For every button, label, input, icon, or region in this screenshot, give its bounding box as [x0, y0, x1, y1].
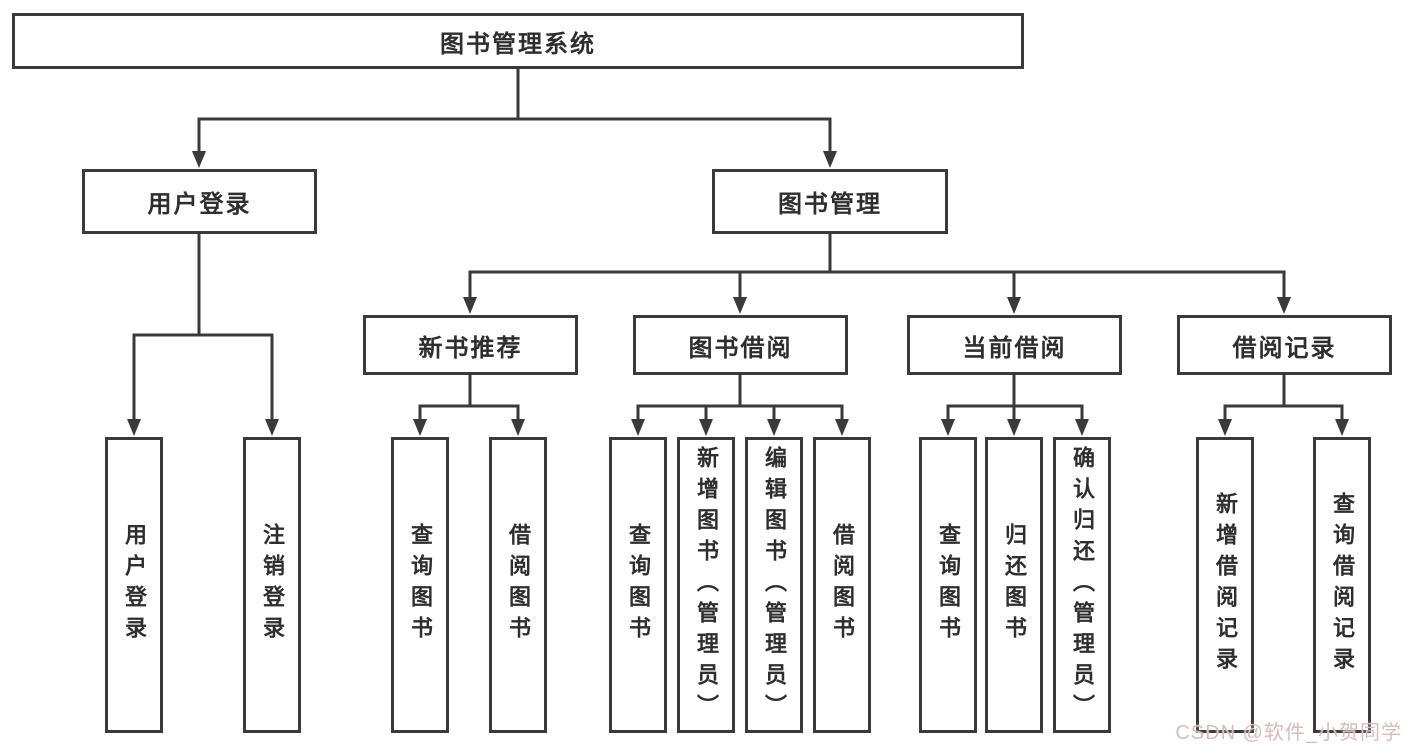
- leaf-current-confirm-return: 确认归还（管理员）: [1053, 437, 1111, 733]
- node-library-management-system-label: 图书管理系统: [440, 30, 596, 58]
- node-current-borrow: 当前借阅: [907, 315, 1122, 375]
- arrowhead-icon: [463, 297, 477, 314]
- arrowhead-icon: [413, 419, 427, 436]
- leaf-recommend-query-books-label: 查询图书: [408, 523, 433, 647]
- node-book-borrow-label: 图书借阅: [688, 334, 793, 362]
- leaf-borrow-add-books-label: 新增图书（管理员）: [694, 445, 719, 725]
- connector-borrow-records-children: [1218, 373, 1349, 436]
- arrowhead-icon: [941, 419, 955, 436]
- arrowhead-icon: [127, 419, 141, 436]
- leaf-borrow-query-books: 查询图书: [609, 437, 667, 733]
- arrowhead-icon: [631, 419, 645, 436]
- arrowhead-icon: [511, 419, 525, 436]
- leaf-logout-label: 注销登录: [260, 523, 285, 647]
- connector-book-management-children: [463, 232, 1291, 314]
- node-book-borrow: 图书借阅: [633, 315, 848, 375]
- leaf-borrow-borrow-books-label: 借阅图书: [830, 523, 855, 647]
- leaf-recommend-borrow-books: 借阅图书: [489, 437, 547, 733]
- arrowhead-icon: [1007, 419, 1021, 436]
- leaf-current-confirm-return-label: 确认归还（管理员）: [1070, 445, 1095, 725]
- node-book-management: 图书管理: [712, 169, 948, 234]
- arrowhead-icon: [1218, 419, 1232, 436]
- arrowhead-icon: [733, 297, 747, 314]
- csdn-watermark: CSDN @软件_小贺同学: [1175, 722, 1402, 744]
- node-book-management-label: 图书管理: [778, 191, 882, 218]
- leaf-records-query-record: 查询借阅记录: [1313, 437, 1371, 733]
- leaf-borrow-query-books-label: 查询图书: [626, 523, 651, 647]
- connector-current-borrow-children: [941, 373, 1089, 436]
- node-current-borrow-label: 当前借阅: [962, 334, 1067, 362]
- arrowhead-icon: [265, 419, 279, 436]
- arrowhead-icon: [835, 419, 849, 436]
- arrowhead-icon: [699, 419, 713, 436]
- arrowhead-icon: [823, 151, 837, 168]
- leaf-borrow-add-books: 新增图书（管理员）: [677, 437, 735, 733]
- leaf-records-add-record: 新增借阅记录: [1196, 437, 1254, 733]
- leaf-borrow-edit-books: 编辑图书（管理员）: [745, 437, 803, 733]
- arrowhead-icon: [192, 151, 206, 168]
- arrowhead-icon: [1075, 419, 1089, 436]
- node-borrow-records: 借阅记录: [1177, 315, 1392, 375]
- node-library-management-system: 图书管理系统: [12, 13, 1024, 69]
- leaf-current-return-books: 归还图书: [985, 437, 1043, 733]
- leaf-user-login-label: 用户登录: [122, 523, 147, 647]
- arrowhead-icon: [1007, 297, 1021, 314]
- connector-user-login-children: [127, 232, 279, 436]
- leaf-logout: 注销登录: [243, 437, 301, 733]
- connector-book-borrow-children: [631, 373, 849, 436]
- leaf-borrow-edit-books-label: 编辑图书（管理员）: [762, 445, 787, 725]
- node-borrow-records-label: 借阅记录: [1232, 334, 1337, 362]
- leaf-records-query-record-label: 查询借阅记录: [1330, 492, 1355, 678]
- leaf-recommend-borrow-books-label: 借阅图书: [506, 523, 531, 647]
- connector-root-to-level2: [192, 67, 837, 168]
- leaf-current-query-books: 查询图书: [919, 437, 977, 733]
- node-new-book-recommend: 新书推荐: [363, 315, 578, 375]
- leaf-user-login: 用户登录: [105, 437, 163, 733]
- leaf-current-query-books-label: 查询图书: [936, 523, 961, 647]
- node-user-login-label: 用户登录: [147, 191, 252, 218]
- leaf-current-return-books-label: 归还图书: [1002, 523, 1027, 647]
- leaf-borrow-borrow-books: 借阅图书: [813, 437, 871, 733]
- node-user-login: 用户登录: [82, 169, 317, 234]
- arrowhead-icon: [1277, 297, 1291, 314]
- node-new-book-recommend-label: 新书推荐: [418, 334, 523, 362]
- connector-new-book-recommend-children: [413, 373, 525, 436]
- leaf-records-add-record-label: 新增借阅记录: [1213, 492, 1238, 678]
- leaf-recommend-query-books: 查询图书: [391, 437, 449, 733]
- arrowhead-icon: [1335, 419, 1349, 436]
- arrowhead-icon: [767, 419, 781, 436]
